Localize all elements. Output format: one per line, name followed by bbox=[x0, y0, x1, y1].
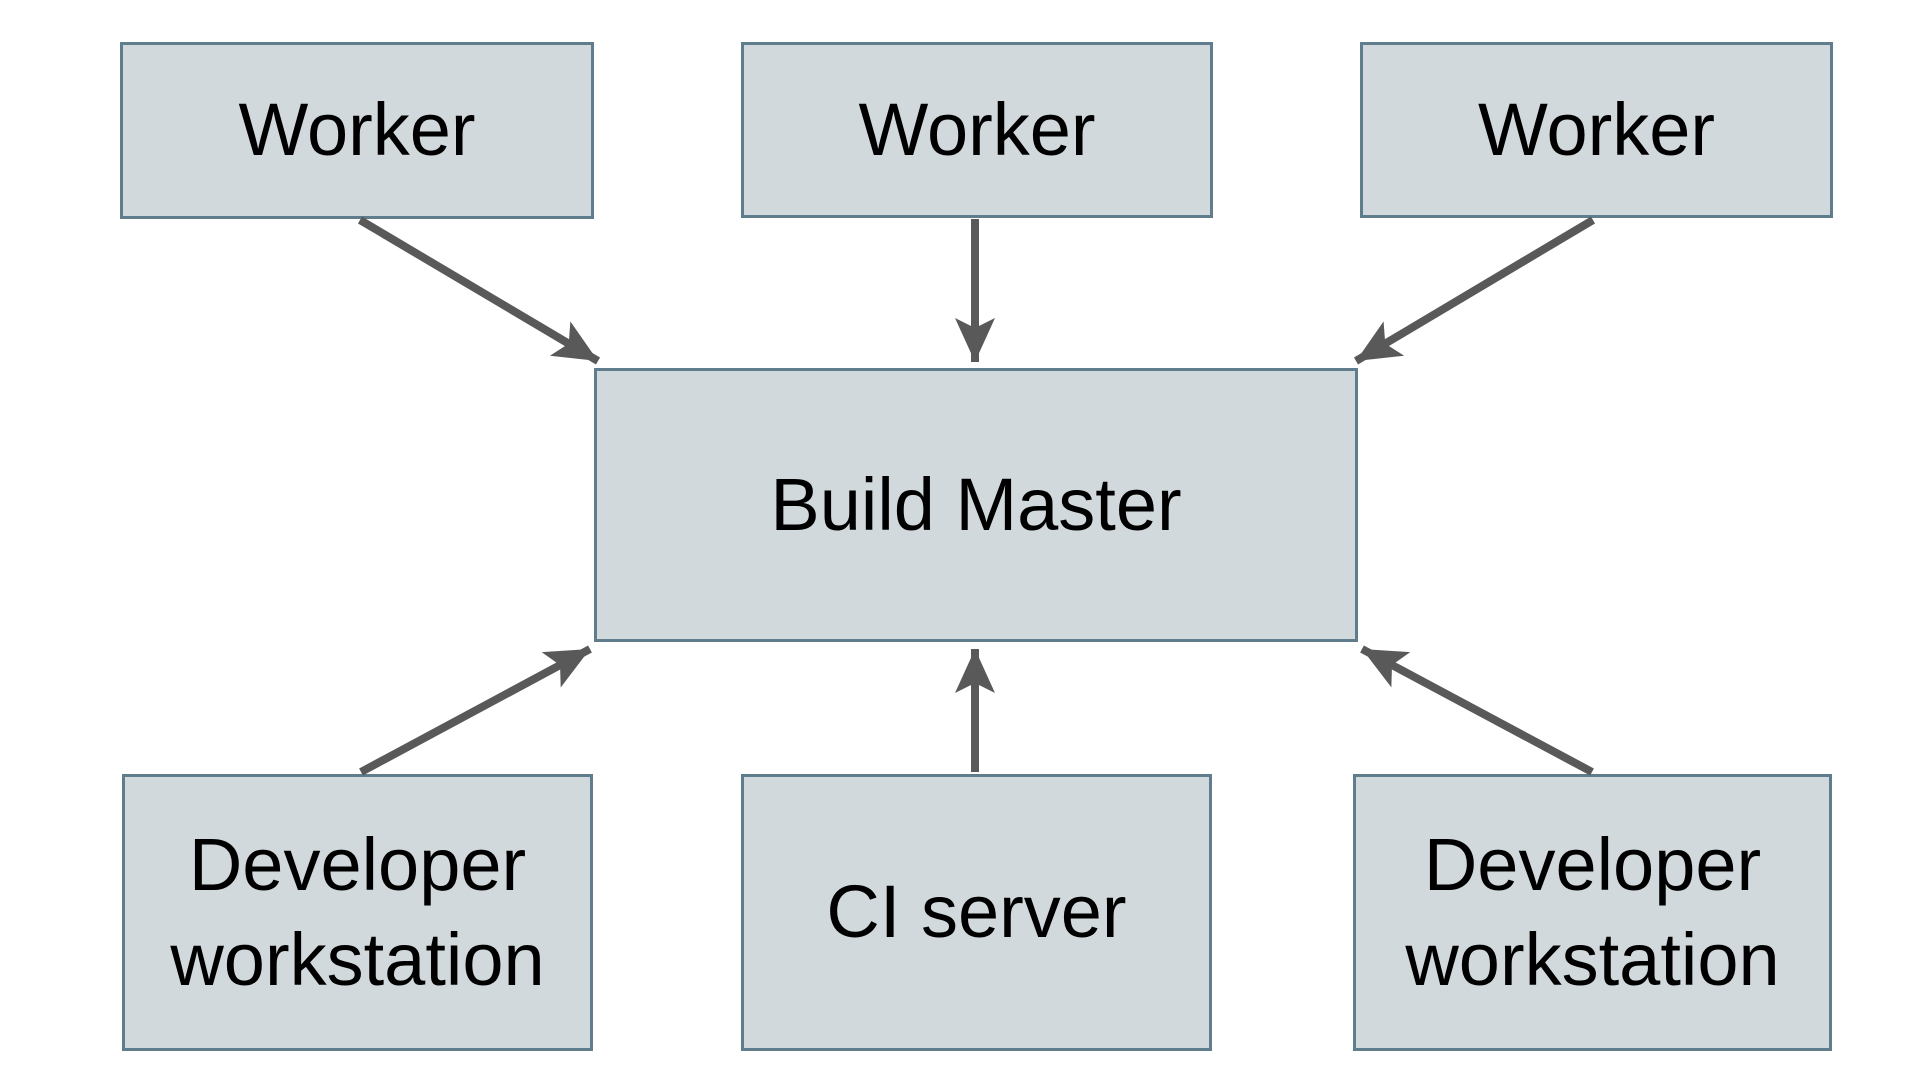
node-label: Worker bbox=[858, 87, 1096, 171]
node-label: Developer workstation bbox=[1405, 822, 1780, 1001]
node-label: Worker bbox=[238, 88, 476, 172]
node-worker-2: Worker bbox=[741, 42, 1213, 218]
node-developer-workstation-right: Developer workstation bbox=[1353, 774, 1832, 1051]
node-worker-1: Worker bbox=[120, 42, 594, 219]
node-ci-server: CI server bbox=[741, 774, 1212, 1051]
node-developer-workstation-left: Developer workstation bbox=[122, 774, 593, 1051]
node-label: Developer workstation bbox=[170, 822, 545, 1001]
node-build-master: Build Master bbox=[594, 368, 1358, 642]
node-label: Worker bbox=[1477, 87, 1716, 171]
node-label: CI server bbox=[826, 870, 1127, 954]
node-worker-3: Worker bbox=[1360, 42, 1833, 218]
node-label: Build Master bbox=[770, 462, 1182, 546]
